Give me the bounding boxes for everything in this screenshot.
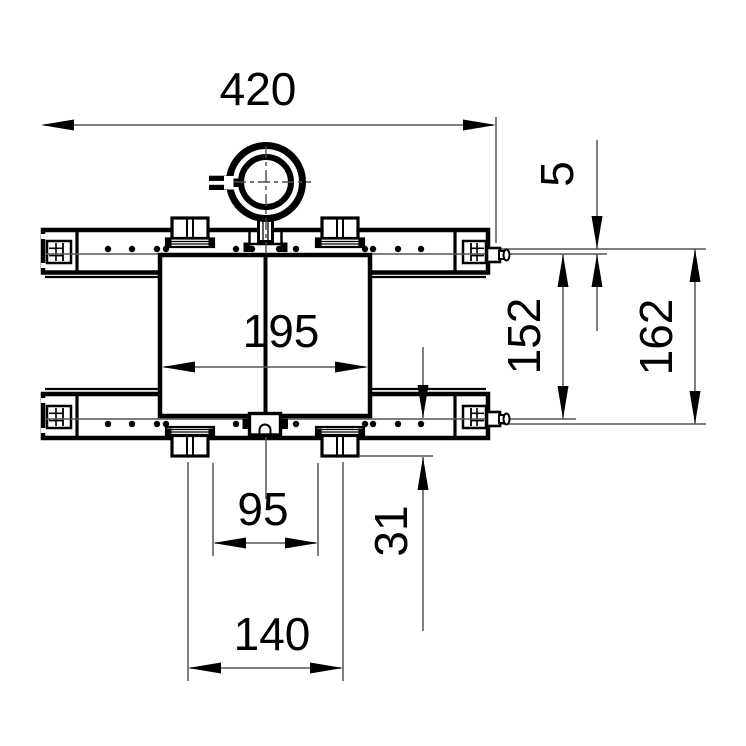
bottom-left-end-connector bbox=[45, 404, 73, 430]
top-right-peg bbox=[485, 246, 511, 264]
dimension-connector-span: 152 bbox=[498, 254, 569, 419]
top-left-end-connector bbox=[45, 239, 73, 265]
dimension-box-width: 195 bbox=[162, 305, 368, 373]
pipe-clamp bbox=[209, 142, 311, 257]
dimension-block-gap: 95 bbox=[212, 463, 319, 556]
top-right-end-connector bbox=[461, 239, 488, 265]
top-left-slider-block bbox=[164, 216, 216, 249]
dim-label-31: 31 bbox=[365, 505, 417, 556]
dim-label-162: 162 bbox=[630, 299, 682, 376]
dimension-axis-span: 162 bbox=[630, 249, 701, 424]
dim-label-95: 95 bbox=[237, 483, 288, 535]
dim-label-152: 152 bbox=[498, 298, 550, 375]
bottom-left-slider-block bbox=[164, 425, 216, 458]
dimension-block-centers: 140 bbox=[187, 462, 344, 681]
bottom-right-slider-block bbox=[314, 425, 366, 458]
dim-label-195: 195 bbox=[243, 305, 320, 357]
dimension-axis-offset: 5 bbox=[531, 140, 603, 331]
dim-label-5: 5 bbox=[531, 161, 583, 187]
dim-label-420: 420 bbox=[220, 63, 297, 115]
bottom-right-end-connector bbox=[461, 404, 488, 430]
bottom-center-bracket bbox=[242, 411, 288, 437]
dimension-block-drop: 31 bbox=[365, 347, 429, 631]
pipe-clamp-screw bbox=[209, 175, 241, 190]
dim-label-140: 140 bbox=[234, 608, 311, 660]
mounting-box bbox=[157, 252, 373, 419]
top-right-slider-block bbox=[314, 216, 366, 249]
dimension-overall-width: 420 bbox=[41, 63, 497, 243]
bottom-right-peg bbox=[485, 410, 511, 428]
